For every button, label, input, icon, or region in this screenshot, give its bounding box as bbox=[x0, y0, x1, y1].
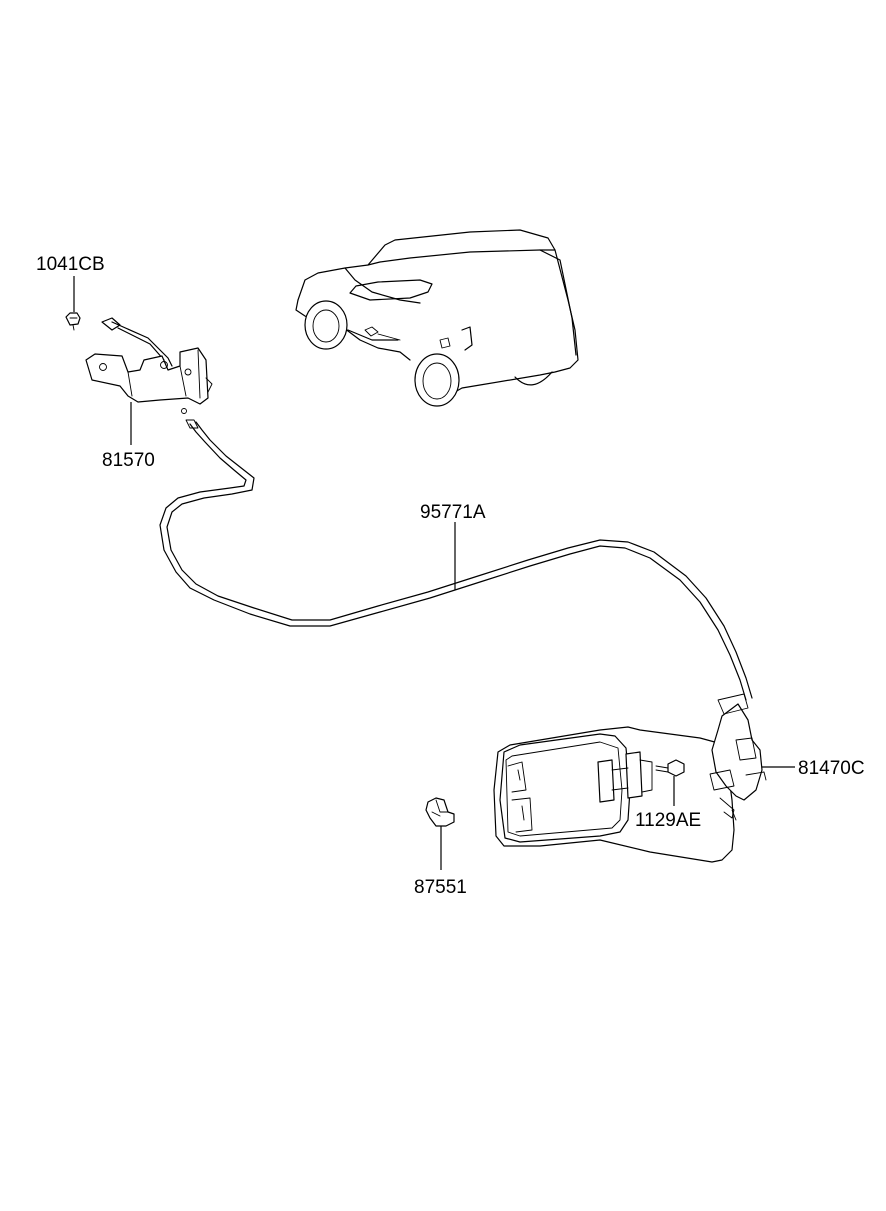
screw-1041CB-icon bbox=[65, 312, 81, 331]
fuel-filler-door-81470C-icon bbox=[493, 693, 767, 863]
opener-lever-81570-icon bbox=[85, 317, 213, 414]
label-81570: 81570 bbox=[102, 450, 155, 471]
label-1041CB: 1041CB bbox=[36, 254, 105, 275]
vehicle-locator-illustration bbox=[295, 229, 579, 407]
bolt-1129AE-icon bbox=[655, 759, 685, 777]
bumper-87551-icon bbox=[425, 797, 455, 827]
release-cable-95771A bbox=[159, 419, 753, 701]
label-87551: 87551 bbox=[414, 877, 467, 898]
label-81470C: 81470C bbox=[798, 758, 865, 779]
label-1129AE: 1129AE bbox=[635, 810, 701, 831]
label-95771A: 95771A bbox=[420, 502, 486, 523]
